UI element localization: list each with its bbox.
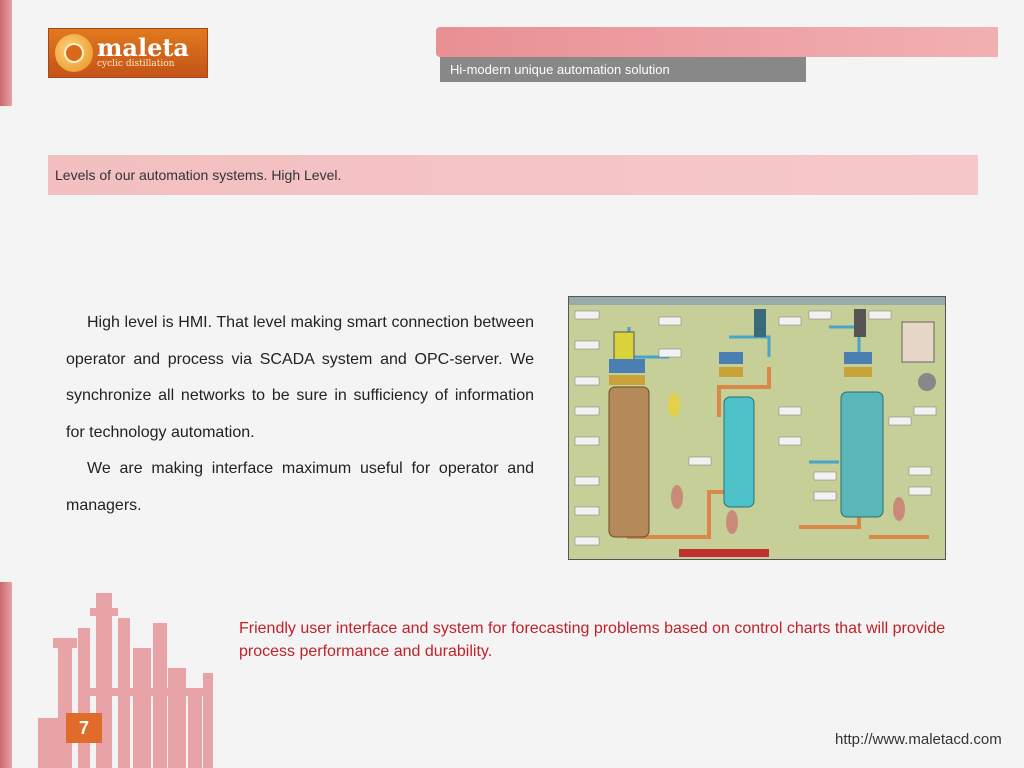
left-accent-bar-bottom <box>0 582 12 768</box>
hmi-screenshot-image <box>568 296 946 560</box>
body-paragraph-1: High level is HMI. That level making sma… <box>66 314 534 441</box>
body-text: High level is HMI. That level making sma… <box>66 305 534 524</box>
company-logo: maleta cyclic distillation <box>48 28 208 78</box>
logo-name: maleta <box>97 33 189 62</box>
body-paragraph-2: We are making interface maximum useful f… <box>66 460 534 514</box>
header-tagline: Hi-modern unique automation solution <box>440 57 806 82</box>
website-url[interactable]: http://www.maletacd.com <box>835 731 1002 748</box>
section-title: Levels of our automation systems. High L… <box>48 155 978 195</box>
top-banner <box>436 27 998 57</box>
footer-note: Friendly user interface and system for f… <box>239 620 946 660</box>
logo-tagline: cyclic distillation <box>97 59 175 69</box>
page-number: 7 <box>66 713 102 743</box>
logo-emblem-icon <box>55 34 93 72</box>
left-accent-bar-top <box>0 0 12 106</box>
refinery-skyline-icon <box>38 593 213 768</box>
